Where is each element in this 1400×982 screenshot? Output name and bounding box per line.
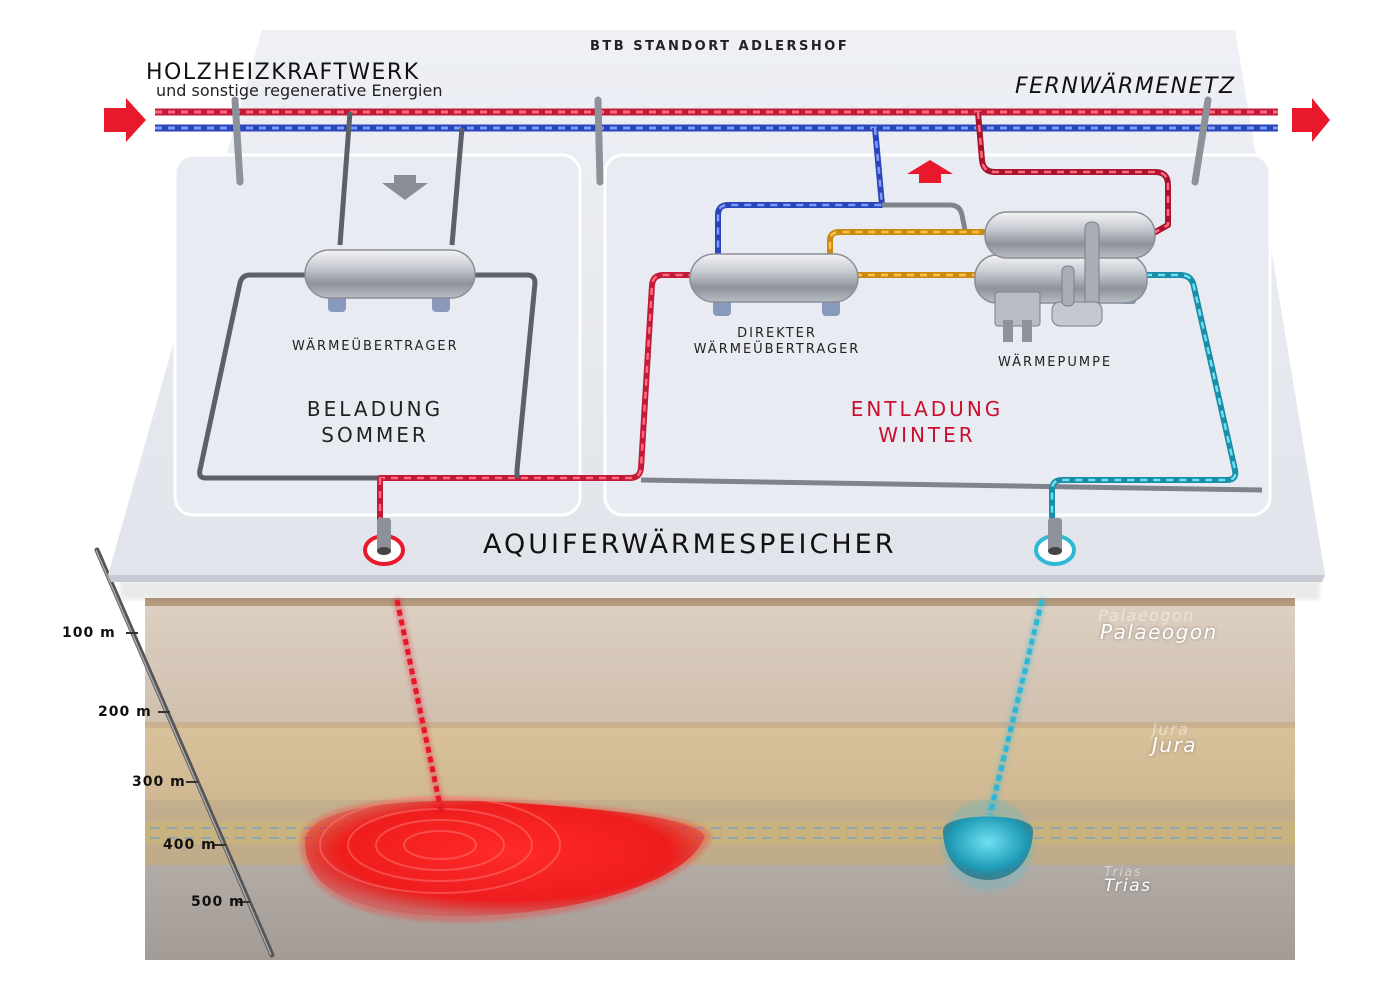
cold-storage-plume	[942, 799, 1034, 891]
discharging-mode-line2: WINTER	[878, 423, 976, 447]
layer-name-trias: Trias	[1104, 876, 1152, 896]
layer-name-palaeogon: Palaeogon	[1100, 620, 1218, 644]
depth-label-200: 200 m	[98, 704, 152, 720]
hot-well	[394, 599, 445, 816]
plant-subtitle: und sonstige regenerative Energien	[156, 81, 443, 100]
charging-loop	[197, 111, 538, 481]
depth-label-100: 100 m	[62, 625, 116, 641]
grid-title: FERNWÄRMENETZ	[1015, 74, 1236, 99]
direct-heat-exchanger	[689, 253, 859, 316]
direct-exchanger-line1: DIREKTER	[737, 326, 817, 341]
plant-title: HOLZHEIZKRAFTWERK	[146, 60, 420, 85]
depth-label-500: 500 m	[191, 894, 245, 910]
discharging-loop	[377, 111, 1263, 520]
direct-exchanger-label: DIREKTER WÄRMEÜBERTRAGER	[686, 326, 868, 359]
heat-pump	[974, 211, 1156, 342]
plate-shadow	[120, 580, 1320, 600]
main-pipes	[155, 108, 1278, 132]
layer-name-jura-shadow: Jura	[1152, 720, 1190, 739]
heat-pump-label: WÄRMEPUMPE	[998, 355, 1113, 370]
cold-well-head	[1034, 518, 1076, 566]
outflow-arrow	[1292, 98, 1330, 142]
layer-top-edge	[145, 598, 1295, 606]
hot-storage-plume	[300, 796, 712, 923]
storage-title: AQUIFERWÄRMESPEICHER	[483, 529, 897, 560]
charging-exchanger-label: WÄRMEÜBERTRAGER	[292, 339, 459, 354]
direct-exchanger-line2: WÄRMEÜBERTRAGER	[693, 342, 861, 358]
discharging-direction-arrow	[907, 160, 953, 183]
discharging-mode-line1: ENTLADUNG	[850, 397, 1004, 421]
hot-well-head	[363, 518, 405, 566]
charging-mode-line2: SOMMER	[321, 423, 429, 447]
layer-palaeogon	[145, 600, 1295, 725]
depth-label-400: 400 m	[163, 837, 217, 853]
layer-name-jura: Jura	[1152, 733, 1198, 757]
plate-front-edge	[108, 575, 1325, 582]
charging-mode-label: BELADUNG SOMMER	[280, 396, 470, 448]
depth-scale-bar	[94, 547, 275, 958]
cold-well	[987, 599, 1045, 816]
depth-label-300: 300 m	[132, 774, 186, 790]
jura-top-edge	[145, 722, 1295, 728]
pipe-supports	[231, 96, 1212, 186]
layer-name-trias-shadow: Trias	[1104, 865, 1143, 880]
charging-heat-exchanger	[304, 249, 476, 312]
charging-mode-line1: BELADUNG	[306, 397, 444, 421]
charging-direction-arrow	[382, 175, 428, 200]
discharging-mode-label: ENTLADUNG WINTER	[822, 396, 1032, 448]
depth-scale	[94, 547, 275, 958]
inflow-arrow	[104, 98, 146, 142]
site-title: BTB STANDORT ADLERSHOF	[590, 39, 850, 54]
layer-name-palaeogon-shadow: Palaeogon	[1098, 606, 1195, 625]
